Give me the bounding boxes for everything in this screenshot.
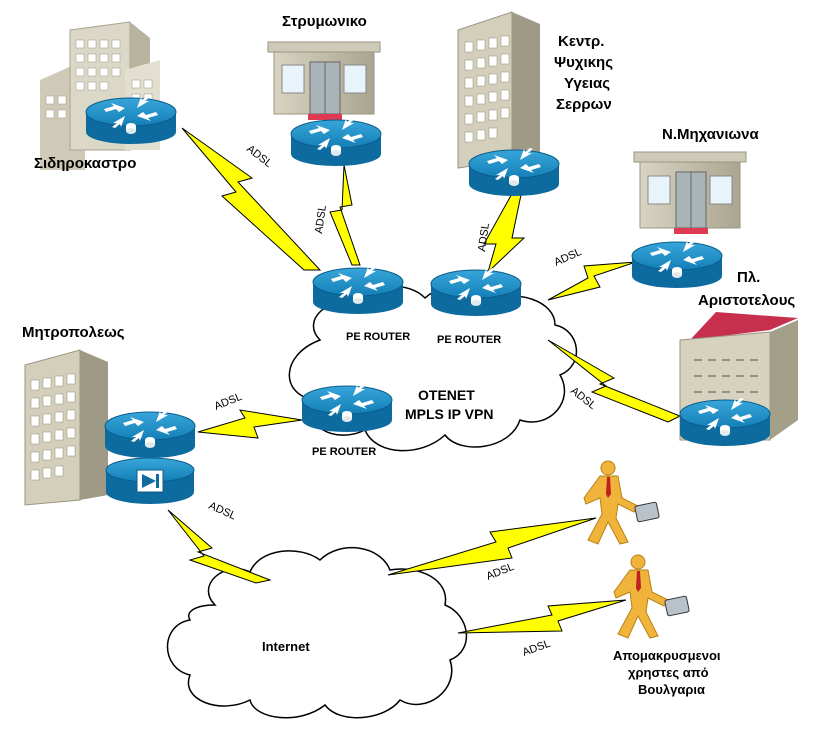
router-nmixaniona xyxy=(631,239,723,289)
adsl-link-mitropoleos xyxy=(197,409,303,439)
adsl-label-2: ADSL xyxy=(313,204,329,234)
label-kentro-2: Ψυχικης xyxy=(554,54,613,71)
router-kentro xyxy=(468,147,560,197)
adsl-label-9: ADSL xyxy=(521,638,552,659)
router-sidirokastro xyxy=(85,95,177,145)
remote-user-2 xyxy=(613,554,690,639)
label-remote-users-3: Βουλγαρια xyxy=(638,682,705,697)
label-mitropoleos: Μητροπολεως xyxy=(22,324,125,341)
building-nmixaniona xyxy=(633,151,747,234)
router-pe-bottom xyxy=(301,383,393,433)
label-aristotelous-1: Πλ. xyxy=(737,269,760,286)
label-otenet: OTENET xyxy=(418,387,475,403)
label-kentro-1: Κεντρ. xyxy=(558,33,604,50)
label-mpls: MPLS IP VPN xyxy=(405,406,493,422)
router-strymoniko xyxy=(290,117,382,167)
label-strymoniko: Στρυμωνικο xyxy=(282,13,367,30)
label-remote-users-1: Απομακρυσμενοι xyxy=(613,648,721,663)
adsl-link-user1 xyxy=(387,517,597,576)
router-pe-right xyxy=(430,267,522,317)
adsl-link-internet xyxy=(167,509,272,584)
label-internet: Internet xyxy=(262,639,310,654)
adsl-link-kentro xyxy=(483,189,526,274)
building-kentro xyxy=(457,11,540,169)
router-aristotelous xyxy=(679,397,771,447)
router-pe-left xyxy=(312,265,404,315)
adsl-label-8: ADSL xyxy=(485,561,516,583)
label-sidirokastro: Σιδηροκαστρο xyxy=(34,155,136,172)
remote-user-1 xyxy=(583,460,660,545)
adsl-label-5: ADSL xyxy=(568,385,598,412)
label-kentro-4: Σερρων xyxy=(556,96,612,113)
building-mitropoleos xyxy=(24,349,108,506)
adsl-links xyxy=(167,127,682,634)
internet-cloud xyxy=(166,546,467,719)
label-aristotelous-2: Αριστοτελους xyxy=(698,292,795,309)
label-kentro-3: Υγειας xyxy=(564,75,610,92)
adsl-label-4: ADSL xyxy=(552,246,583,269)
router-mitropoleos xyxy=(104,409,196,459)
firewall-icon xyxy=(105,457,195,504)
adsl-label-7: ADSL xyxy=(207,500,238,523)
adsl-link-sidirokastro xyxy=(181,127,322,271)
building-strymoniko xyxy=(267,41,381,120)
label-pe-router-left: PE ROUTER xyxy=(346,331,410,343)
adsl-link-aristotelous xyxy=(547,339,682,423)
adsl-link-user2 xyxy=(457,599,627,634)
adsl-label-3: ADSL xyxy=(476,222,492,252)
adsl-link-nmixaniona xyxy=(547,261,637,301)
building-sidirokastro xyxy=(40,21,160,170)
label-remote-users-2: χρηστες από xyxy=(628,665,709,680)
label-nmixaniona: Ν.Μηχανιωνα xyxy=(662,126,759,143)
label-pe-router-bottom: PE ROUTER xyxy=(312,446,376,458)
adsl-label-1: ADSL xyxy=(244,143,274,170)
adsl-link-strymoniko xyxy=(329,164,361,266)
label-pe-router-right: PE ROUTER xyxy=(437,334,501,346)
